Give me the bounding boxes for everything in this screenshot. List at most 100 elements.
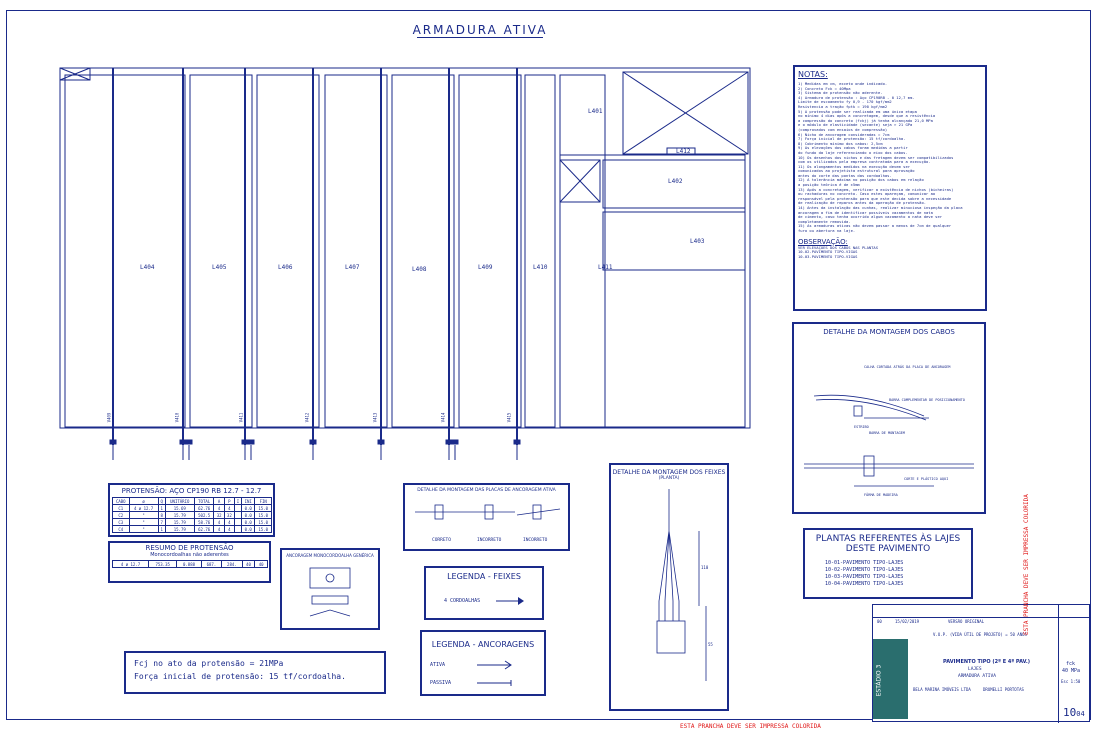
drawing-title: ARMADURA ATIVA [412, 23, 548, 37]
tb-fck-label: fck [1066, 661, 1076, 667]
cables-label: BARRA COMPLEMENTAR DE POSICIONAMENTO [889, 398, 965, 402]
cables-label: ESTRIBO [854, 425, 869, 429]
protension-table-panel: PROTENSÃO: AÇO CP190 RB 12.7 - 12.7 CABO… [108, 483, 275, 537]
title-underline [417, 37, 543, 38]
fcj-panel: Fcj no ato da protensão = 21MPa Força in… [124, 651, 386, 694]
summary-title: RESUMO DE PROTENSÃO [145, 544, 234, 552]
cables-label: CALHA CORTADA ATRÁS DA PLACA DE ANCORAGE… [864, 364, 950, 369]
beam-label: V413 [372, 412, 378, 423]
bundle-detail-panel: DETALHE DA MONTAGEM DOS FEIXES (PLANTA) … [609, 463, 729, 711]
notes-panel: NOTAS: 1) Medidas em cm, exceto onde ind… [793, 65, 987, 311]
tb-desc: VERSÃO ORIGINAL [948, 619, 985, 624]
tb-project: V.U.P. (VIDA ÚTIL DE PROJETO) = 50 ANOS [933, 632, 1027, 637]
anchor-detail-title: DETALHE DA MONTAGEM DAS PLACAS DE ANCORA… [417, 488, 556, 493]
fcj-line-2: Força inicial de protensão: 15 tf/cordoa… [134, 672, 346, 681]
slab-label-l410: L410 [533, 264, 548, 271]
note-item: 12) A tolerância máxima no posição dos c… [798, 178, 924, 183]
slab-label-l407: L407 [345, 264, 360, 271]
note-item: 5) A protensão pode ser realizada em uma… [798, 109, 917, 114]
tb-date: 15/02/2019 [895, 619, 920, 624]
note-item: antes do corte das pontas das cordoalhas… [798, 173, 892, 178]
note-item: 13) Após a concretagem, verificar a exis… [798, 187, 954, 192]
note-item: 2) Concreto Fck = 40Mpa [798, 86, 851, 91]
tb-owner: BELA MARINA IMÓVEIS LTDA [913, 687, 971, 692]
feixes-symbol-icon [496, 597, 524, 605]
bundle-dim: 110 [701, 565, 709, 570]
observation-title: OBSERVAÇÃO: [798, 237, 848, 246]
note-item: a posição teórica é de ±5mm [798, 183, 860, 188]
note-item: (comprovados com ensaios de compressão) [798, 127, 888, 132]
anchor-label-incorrect: INCORRETO [523, 538, 548, 543]
note-item: no mínimo 4 dias após a concretagem, des… [798, 114, 936, 119]
footer-warning: ESTA PRANCHA DEVE SER IMPRESSA COLORIDA [680, 723, 821, 730]
legend-feixes-item: 4 CORDOALHAS [444, 598, 481, 604]
note-item: de realização de reparos antes da operaç… [798, 201, 927, 206]
anchor-detail-panel: DETALHE DA MONTAGEM DAS PLACAS DE ANCORA… [403, 483, 570, 551]
ref-item: 10-02-PAVIMENTO TIPO-LAJES [825, 567, 904, 573]
anchor-generic-drawing [309, 567, 351, 617]
slab-label-l406: L406 [278, 264, 293, 271]
slab-label-l412: L412 [676, 148, 691, 155]
title-block: 00 15/02/2019 VERSÃO ORIGINAL V.U.P. (VI… [872, 604, 1091, 723]
summary-table-panel: RESUMO DE PROTENSÃO Monocordoalhas não a… [108, 541, 271, 583]
tb-scale: Esc 1:50 [1061, 679, 1081, 684]
legend-anchor-active: ATIVA [430, 662, 446, 668]
bundle-detail-subtitle: (PLANTA) [658, 476, 680, 481]
note-item: 6) Nicho de ancoragem consideradas = 7cm [798, 132, 890, 137]
beam-label: V410 [174, 412, 180, 423]
note-item: 3) Sistema de protensão não aderente. [798, 91, 883, 96]
notes-list: 1) Medidas em cm, exceto onde indicado.2… [798, 82, 982, 234]
protension-table-title: PROTENSÃO: AÇO CP190 RB 12.7 - 12.7 [121, 487, 262, 495]
legend-anchor-title: LEGENDA - ANCORAGENS [431, 640, 535, 649]
anchor-generic-panel: ANCORAGEM MONOCORDOALHA GENÉRICA [280, 548, 380, 630]
anchor-detail-drawing [415, 504, 561, 520]
note-item: e o módulo de elasticidade (secante) sej… [798, 123, 913, 128]
observation-item: VER ELEVAÇÕES DOS CABOS NAS PLANTAS [798, 245, 879, 250]
notes-title: NOTAS: [798, 70, 828, 79]
tb-rev: 00 [877, 619, 882, 624]
slab-label-l401: L401 [588, 108, 603, 115]
drawing-sheet [6, 10, 1091, 720]
anchor-label-correct: CORRETO [432, 538, 451, 543]
bundle-detail-title: DETALHE DA MONTAGEM DOS FEIXES [612, 469, 726, 476]
bundle-detail-drawing: 110 55 [656, 489, 713, 681]
tb-sheet-sub1: LAJES [968, 667, 982, 672]
note-item: 9) As elevações dos cabos foram medidas … [798, 146, 908, 151]
slab-label-l408: L408 [412, 266, 427, 273]
beam-label: V412 [304, 412, 310, 423]
company-logo: ESTÁDIO 3 [873, 639, 908, 719]
tb-sheet-title: PAVIMENTO TIPO (2º E 4º PAV.) [943, 659, 1031, 665]
slab-label-l411: L411 [598, 264, 613, 271]
note-item: a compressão do concreto (fckj) já tenha… [798, 118, 933, 123]
note-item: 1) Medidas em cm, exceto onde indicado. [798, 82, 888, 86]
anchor-generic-title: ANCORAGEM MONOCORDOALHA GENÉRICA [286, 553, 374, 558]
note-item: 10) Os desenhos dos nichos e das fretage… [798, 155, 954, 160]
tb-fck: 40 MPa [1062, 668, 1081, 674]
note-item: com os utilizados pela empresa contratad… [798, 160, 931, 165]
observation-item: 10-03-PAVIMENTO TIPO-VIGAS [798, 254, 858, 259]
beam-label: V411 [238, 412, 244, 423]
cables-label: FÔRMA DE MADEIRA [864, 492, 899, 497]
tb-sheet-sub2: ARMADURA ATIVA [958, 674, 996, 679]
legend-feixes-panel: LEGENDA - FEIXES 4 CORDOALHAS [424, 566, 544, 620]
summary-subtitle: Monocordoalhas não aderentes [150, 552, 229, 558]
note-item: responsável pela protensão para que este… [798, 196, 952, 201]
beam-label: V414 [440, 412, 446, 423]
legend-anchor-passive: PASSIVA [430, 680, 452, 686]
note-item: 4) Armadura de protensão : Aço CP190RB -… [798, 95, 915, 100]
note-item: 14) Antes da instalação das cunhas, real… [798, 206, 963, 211]
note-item: 15) As armaduras ativas não devem passar… [798, 224, 952, 229]
cables-detail-drawing: CALHA CORTADA ATRÁS DA PLACA DE ANCORAGE… [804, 364, 974, 497]
tb-designer: DRUMELLI PORTOTAS [983, 687, 1024, 692]
refs-title-1: PLANTAS REFERENTES ÀS LAJES [815, 534, 961, 544]
slab-label-l405: L405 [212, 264, 227, 271]
cables-detail-title: DETALHE DA MONTAGEM DOS CABOS [823, 328, 955, 336]
beam-label: V415 [506, 412, 512, 423]
ref-item: 10-04-PAVIMENTO TIPO-LAJES [825, 581, 904, 587]
cables-label: CORTE E PLÁSTICO AQUI [904, 476, 948, 481]
